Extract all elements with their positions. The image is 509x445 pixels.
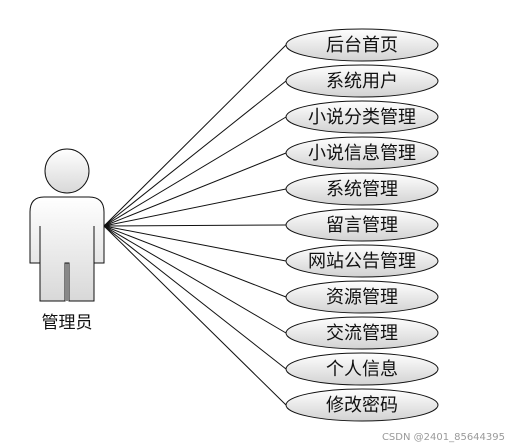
association-line — [103, 44, 287, 227]
use-case: 交流管理 — [285, 316, 439, 350]
use-case-ellipse — [285, 100, 439, 134]
use-case-label: 小说信息管理 — [308, 143, 416, 164]
association-line — [103, 152, 287, 227]
association-line — [103, 80, 287, 227]
use-case-label: 小说分类管理 — [308, 107, 416, 128]
use-case: 系统用户 — [285, 64, 439, 98]
use-case: 修改密码 — [285, 388, 439, 422]
association-lines — [103, 44, 287, 406]
use-case: 个人信息 — [285, 352, 439, 386]
association-line — [103, 116, 287, 227]
use-case: 小说分类管理 — [285, 100, 439, 134]
actor-figure — [29, 148, 105, 302]
association-line — [103, 225, 287, 406]
use-case-label: 系统管理 — [326, 179, 398, 200]
use-case-ellipse — [285, 28, 439, 62]
use-case: 留言管理 — [285, 208, 439, 242]
use-case-ellipse — [285, 172, 439, 206]
use-case-label: 个人信息 — [326, 359, 398, 380]
use-case-label: 留言管理 — [326, 215, 398, 236]
association-line — [103, 225, 287, 262]
use-case-label: 网站公告管理 — [308, 251, 416, 272]
use-case: 后台首页 — [285, 28, 439, 62]
use-case-ellipse — [285, 316, 439, 350]
actor-head — [44, 148, 90, 194]
use-case-label: 资源管理 — [326, 287, 398, 308]
use-case-list: 后台首页系统用户小说分类管理小说信息管理系统管理留言管理网站公告管理资源管理交流… — [285, 28, 439, 422]
watermark: CSDN @2401_85644395 — [382, 432, 505, 443]
use-case-label: 系统用户 — [326, 71, 398, 92]
use-case: 小说信息管理 — [285, 136, 439, 170]
actor-label: 管理员 — [42, 313, 93, 333]
use-case-label: 修改密码 — [326, 395, 398, 416]
use-case-ellipse — [285, 244, 439, 278]
association-line — [103, 224, 287, 227]
use-case-ellipse — [285, 208, 439, 242]
association-line — [103, 225, 287, 334]
association-line — [103, 225, 287, 298]
use-case: 网站公告管理 — [285, 244, 439, 278]
use-case: 资源管理 — [285, 280, 439, 314]
use-case-ellipse — [285, 280, 439, 314]
use-case-ellipse — [285, 64, 439, 98]
actor-body — [29, 196, 105, 302]
use-case: 系统管理 — [285, 172, 439, 206]
use-case-ellipse — [285, 136, 439, 170]
use-case-ellipse — [285, 388, 439, 422]
association-line — [103, 225, 287, 370]
association-line — [103, 188, 287, 227]
use-case-label: 后台首页 — [326, 35, 398, 56]
use-case-label: 交流管理 — [326, 323, 398, 344]
use-case-ellipse — [285, 352, 439, 386]
